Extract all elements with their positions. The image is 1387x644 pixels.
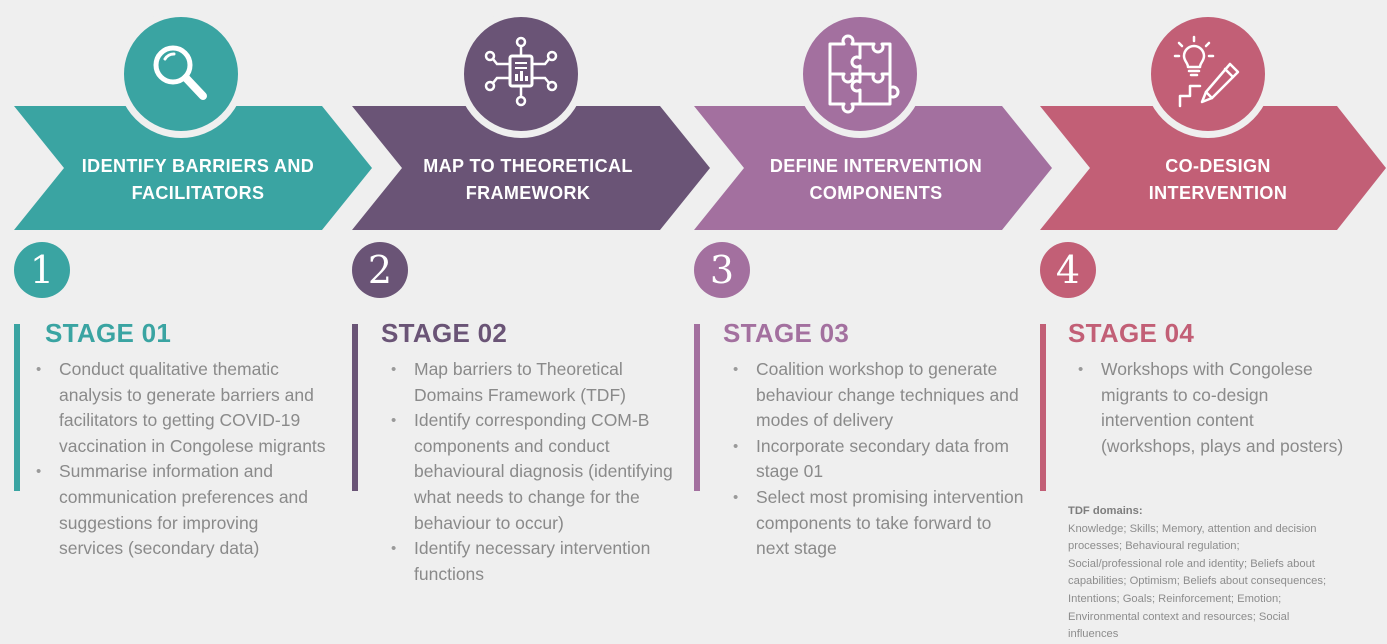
stage-3-chevron-label: DEFINE INTERVENTION COMPONENTS (769, 156, 983, 203)
stage-3-number-badge: 3 (694, 242, 750, 298)
stage-4-icon-circle (1144, 10, 1272, 138)
stage-4-accent-bar (1040, 324, 1046, 491)
stage-1-chevron (14, 106, 372, 230)
stage-3-chevron (694, 106, 1052, 230)
tdf-domains-line: Intentions; Goals; Reinforcement; Emotio… (1068, 592, 1282, 605)
stage-1-accent-bar (14, 324, 20, 491)
stage-3-accent-bar (694, 324, 700, 491)
tdf-domains-line: processes; Behavioural regulation; (1068, 540, 1240, 553)
tdf-domains-line: Social/professional role and identity; B… (1068, 557, 1315, 570)
tdf-domains-line: Environmental context and resources; Soc… (1068, 610, 1290, 623)
stage-1-chevron-label: IDENTIFY BARRIERS AND FACILITATORS (81, 156, 315, 203)
stage-1-title: STAGE 01 (45, 318, 172, 348)
stage-3-icon-circle (796, 10, 924, 138)
stage-4-chevron (1040, 106, 1386, 230)
tdf-domains-title: TDF domains: (1068, 505, 1143, 517)
puzzle-icon (828, 34, 900, 114)
stage-2: MAP TO THEORETICAL FRAMEWORK 2 STAGE 02 … (352, 0, 710, 644)
stage-1: IDENTIFY BARRIERS AND FACILITATORS 1 STA… (14, 0, 372, 644)
tdf-domains-line: capabilities; Optimism; Beliefs about co… (1068, 575, 1327, 588)
stage-2-chevron (352, 106, 710, 230)
stage-3: DEFINE INTERVENTION COMPONENTS 3 STAGE 0… (694, 0, 1052, 644)
stage-2-bullet-list: Map barriers to Theoretical Domains Fram… (382, 357, 694, 587)
list-item: Incorporate secondary data from stage 01 (724, 434, 1029, 485)
stage-4: CO-DESIGN INTERVENTION 4 STAGE 04 Worksh… (1040, 0, 1387, 644)
stage-1-bullet-list: Conduct qualitative thematic analysis to… (27, 357, 327, 562)
stage-4-bullet-list: Workshops with Congolese migrants to co-… (1069, 357, 1351, 459)
list-item: Identify necessary intervention function… (382, 536, 694, 587)
list-item: Select most promising intervention compo… (724, 485, 1029, 562)
stage-2-number-badge: 2 (352, 242, 408, 298)
stage-3-title: STAGE 03 (723, 318, 850, 348)
lightbulb-pencil-icon (1173, 35, 1240, 108)
tdf-domains-line: Knowledge; Skills; Memory, attention and… (1068, 522, 1317, 535)
list-item: Conduct qualitative thematic analysis to… (27, 357, 327, 459)
stage-4-number-badge: 4 (1040, 242, 1096, 298)
stage-1-icon-circle (117, 10, 245, 138)
list-item: Coalition workshop to generate behaviour… (724, 357, 1029, 434)
stage-2-icon-circle (457, 10, 585, 138)
stage-2-chevron-label: MAP TO THEORETICAL FRAMEWORK (423, 156, 633, 203)
stage-2-title: STAGE 02 (381, 318, 508, 348)
stage-4-title: STAGE 04 (1068, 318, 1195, 348)
list-item: Summarise information and communication … (27, 459, 327, 561)
magnifier-icon (153, 45, 207, 100)
network-icon (484, 36, 558, 107)
tdf-domains-line: influences (1068, 628, 1119, 641)
tdf-domains-note: TDF domains: Knowledge; Skills; Memory, … (1068, 503, 1387, 644)
list-item: Workshops with Congolese migrants to co-… (1069, 357, 1351, 459)
stage-2-accent-bar (352, 324, 358, 491)
stage-1-number-badge: 1 (14, 242, 70, 298)
list-item: Identify corresponding COM-B components … (382, 408, 694, 536)
stage-3-bullet-list: Coalition workshop to generate behaviour… (724, 357, 1029, 562)
list-item: Map barriers to Theoretical Domains Fram… (382, 357, 694, 408)
stage-4-chevron-label: CO-DESIGN INTERVENTION (1148, 156, 1288, 203)
